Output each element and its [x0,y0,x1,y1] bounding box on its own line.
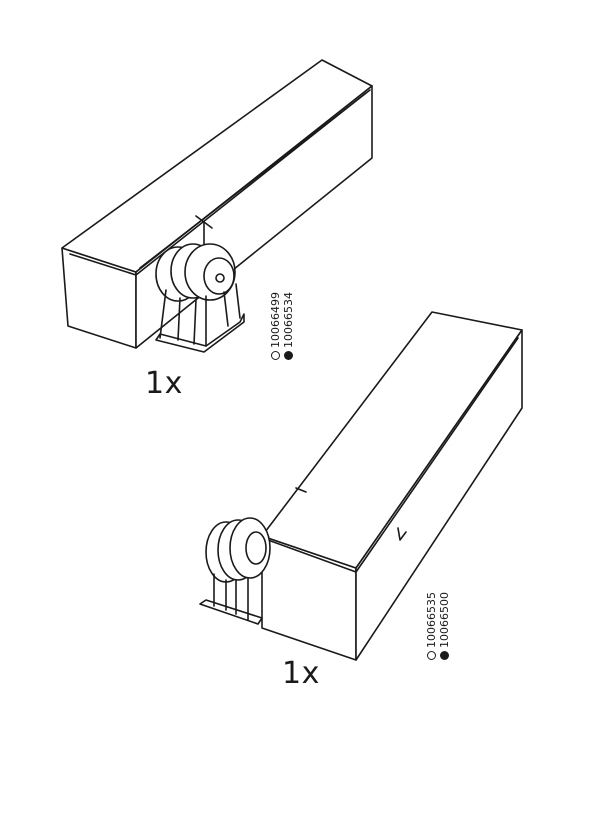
open-circle-icon [271,351,280,360]
part-2-quantity: 1x [282,659,320,689]
part-2-code-row-1: 10066535 [425,592,438,660]
open-circle-icon [427,651,436,660]
part-1-quantity: 1x [145,369,183,399]
part-2-code-row-2: 10066500 [438,592,451,660]
part-1-code-row-1: 10066499 [269,292,282,360]
filled-circle-icon [284,351,293,360]
part-1-code-2: 10066534 [282,292,295,348]
part-2-bracket-drawing [200,312,522,660]
part-1-bracket-drawing [62,60,372,352]
part-2-mount-plate [200,600,262,624]
part-1-code-1: 10066499 [269,292,282,348]
part-2-codes: 10066535 10066500 [425,592,451,660]
part-1-code-row-2: 10066534 [282,292,295,360]
part-2-roller [206,518,270,582]
part-1-roller [156,244,235,301]
filled-circle-icon [440,651,449,660]
part-2-code-1: 10066535 [425,592,438,648]
part-2-code-2: 10066500 [438,592,451,648]
part-1-codes: 10066499 10066534 [269,292,295,360]
